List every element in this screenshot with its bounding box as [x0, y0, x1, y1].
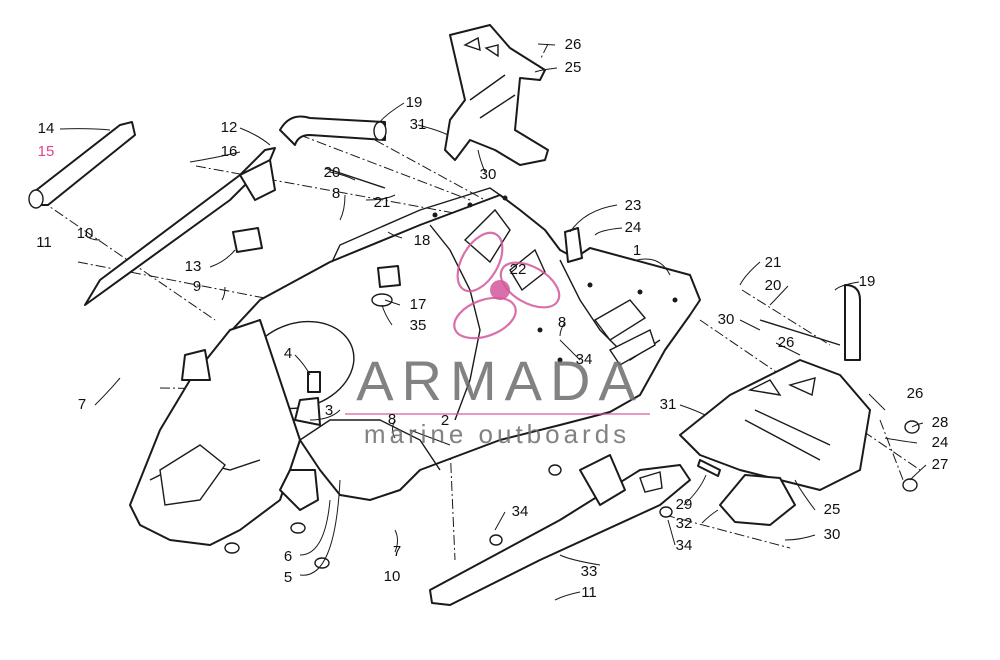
callout-32: 32 — [676, 515, 693, 532]
callout-27: 27 — [932, 456, 949, 473]
callout-11-bottom: 11 — [581, 584, 597, 601]
callout-30-bottom: 30 — [824, 526, 841, 543]
callout-26-right: 26 — [907, 385, 924, 402]
callout-24-right: 24 — [932, 434, 949, 451]
side-panel-top — [444, 24, 549, 166]
callout-33: 33 — [581, 563, 598, 580]
main-frame — [231, 187, 701, 501]
callout-25-top: 25 — [565, 59, 582, 76]
watermark-tagline: marine outboards — [364, 419, 630, 449]
callout-19-right: 19 — [859, 273, 876, 290]
front-brace — [84, 147, 276, 306]
callout-25-bottom: 25 — [824, 501, 841, 518]
callout-10-top: 10 — [77, 225, 94, 242]
callout-20-right: 20 — [765, 277, 782, 294]
callout-21-top: 21 — [374, 194, 391, 211]
callout-8-top: 8 — [332, 185, 340, 202]
callout-28: 28 — [932, 414, 949, 431]
callout-18: 18 — [414, 232, 431, 249]
callout-16: 16 — [221, 143, 238, 160]
callout-3: 3 — [325, 402, 333, 419]
lower-guard — [719, 474, 796, 526]
callout-31-bottom: 31 — [660, 396, 677, 413]
callout-26-top: 26 — [565, 36, 582, 53]
callout-13: 13 — [185, 258, 202, 275]
callout-20-top: 20 — [324, 164, 341, 181]
callout-21-right: 21 — [765, 254, 782, 271]
callout-19-top: 19 — [406, 94, 423, 111]
armada-watermark: ARMADA marine outboards — [345, 231, 650, 449]
callout-34-center: 34 — [576, 351, 593, 368]
front-bumper — [28, 121, 136, 209]
callout-9: 9 — [193, 278, 201, 295]
callout-7-left: 7 — [78, 396, 86, 413]
leader-lines — [59, 43, 927, 601]
callout-29: 29 — [676, 496, 693, 513]
callout-34-bottom-right: 34 — [676, 537, 693, 554]
callout-8-right: 8 — [558, 314, 566, 331]
callout-35: 35 — [410, 317, 427, 334]
callout-15: 15 — [38, 143, 55, 160]
callout-26-mid: 26 — [778, 334, 795, 351]
callout-4: 4 — [284, 345, 292, 362]
callout-2: 2 — [441, 412, 449, 429]
callout-labels: 1 2 3 4 5 6 7 7 8 8 8 9 10 10 11 11 12 1… — [36, 36, 948, 601]
callout-10-bottom: 10 — [384, 568, 401, 585]
upper-handle — [279, 115, 387, 146]
callout-24-top: 24 — [625, 219, 642, 236]
armada-logo — [453, 231, 561, 340]
callout-8-mid: 8 — [388, 411, 396, 428]
callout-14: 14 — [38, 120, 55, 137]
callout-30-mid: 30 — [718, 311, 735, 328]
callout-5: 5 — [284, 569, 292, 586]
callout-7-bottom: 7 — [393, 543, 401, 560]
front-bulkhead — [129, 319, 321, 546]
side-panel-bottom — [679, 359, 871, 491]
callout-30-top: 30 — [480, 166, 497, 183]
callout-31-top: 31 — [410, 116, 427, 133]
callout-22: 22 — [510, 261, 527, 278]
callout-34-bottom-left: 34 — [512, 503, 529, 520]
callout-12: 12 — [221, 119, 238, 136]
watermark-brand: ARMADA — [356, 349, 644, 412]
callout-23: 23 — [625, 197, 642, 214]
callout-6: 6 — [284, 548, 292, 565]
running-board — [429, 454, 691, 606]
hardware — [224, 167, 920, 569]
callout-1: 1 — [633, 242, 641, 259]
callout-17: 17 — [410, 296, 427, 313]
callout-11-left: 11 — [36, 234, 52, 251]
